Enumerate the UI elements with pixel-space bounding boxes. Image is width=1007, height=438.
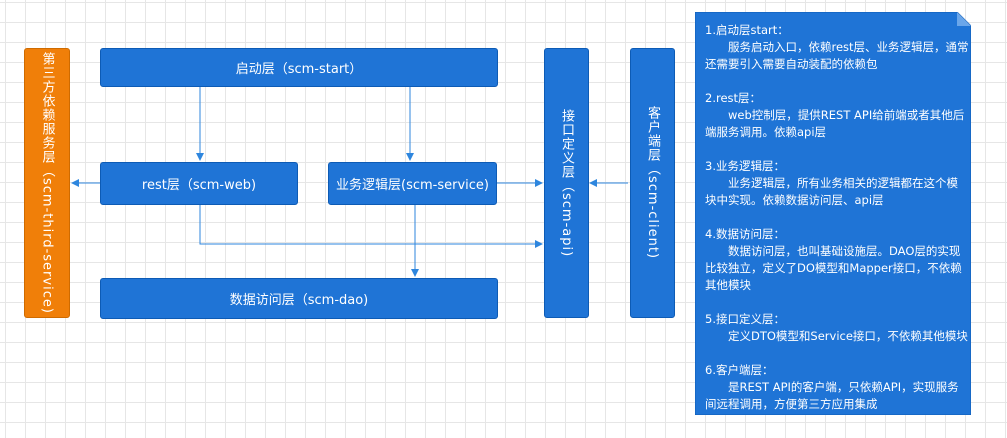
note-section-body: 定义DTO模型和Service接口，不依赖其他模块 <box>728 329 968 343</box>
client-layer-label: 客户端层（scm-client) <box>645 106 660 260</box>
note-text: 1.启动层start： 服务启动入口，依赖rest层、业务逻辑层，通常还需要引入… <box>705 22 969 430</box>
note-section-start: 1.启动层start： 服务启动入口，依赖rest层、业务逻辑层，通常还需要引入… <box>705 22 969 73</box>
rest-layer-box: rest层（scm-web) <box>100 162 298 205</box>
note-section-dao: 4.数据访问层： 数据访问层，也叫基础设施层。DAO层的实现比较独立，定义了DO… <box>705 226 969 294</box>
note-section-body: 业务逻辑层，所有业务相关的逻辑都在这个模块中实现。依赖数据访问层、api层 <box>705 176 958 207</box>
note-section-body: 数据访问层，也叫基础设施层。DAO层的实现比较独立，定义了DO模型和Mapper… <box>705 244 962 292</box>
service-layer-box: 业务逻辑层(scm-service) <box>328 162 497 205</box>
dao-layer-label: 数据访问层（scm-dao) <box>229 293 369 308</box>
service-layer-label: 业务逻辑层(scm-service) <box>336 178 489 193</box>
api-layer-label: 接口定义层（scm-api) <box>559 108 574 258</box>
rest-layer-label: rest层（scm-web) <box>141 178 257 193</box>
note-section-title: 3.业务逻辑层： <box>705 159 785 173</box>
note-section-service: 3.业务逻辑层： 业务逻辑层，所有业务相关的逻辑都在这个模块中实现。依赖数据访问… <box>705 158 969 209</box>
note-section-title: 4.数据访问层： <box>705 227 785 241</box>
client-layer-box: 客户端层（scm-client) <box>630 48 675 318</box>
note-section-title: 6.客户端层： <box>705 363 774 377</box>
third-party-service-layer-label: 第三方依赖服务层（scm-third-service) <box>39 52 55 314</box>
start-layer-label: 启动层（scm-start） <box>235 62 363 77</box>
note-section-rest: 2.rest层： web控制层，提供REST API给前端或者其他后端服务调用。… <box>705 90 969 141</box>
note-section-title: 1.启动层start： <box>705 23 789 37</box>
start-layer-box: 启动层（scm-start） <box>100 48 498 87</box>
note-section-client: 6.客户端层： 是REST API的客户端，只依赖API，实现服务间远程调用，方… <box>705 362 969 413</box>
note-section-title: 5.接口定义层： <box>705 312 785 326</box>
note-section-body: 是REST API的客户端，只依赖API，实现服务间远程调用，方便第三方应用集成 <box>705 380 959 411</box>
note-section-api: 5.接口定义层： 定义DTO模型和Service接口，不依赖其他模块 <box>705 311 969 345</box>
dao-layer-box: 数据访问层（scm-dao) <box>100 278 498 319</box>
description-note: 1.启动层start： 服务启动入口，依赖rest层、业务逻辑层，通常还需要引入… <box>695 12 971 415</box>
api-layer-box: 接口定义层（scm-api) <box>544 48 589 318</box>
note-section-title: 2.rest层： <box>705 91 762 105</box>
third-party-service-layer-box: 第三方依赖服务层（scm-third-service) <box>24 48 70 318</box>
note-section-body: 服务启动入口，依赖rest层、业务逻辑层，通常还需要引入需要自动装配的依赖包 <box>705 40 969 71</box>
arrow-rest-to-api <box>199 205 543 248</box>
note-shape <box>695 12 971 415</box>
note-section-body: web控制层，提供REST API给前端或者其他后端服务调用。依赖api层 <box>705 108 965 139</box>
